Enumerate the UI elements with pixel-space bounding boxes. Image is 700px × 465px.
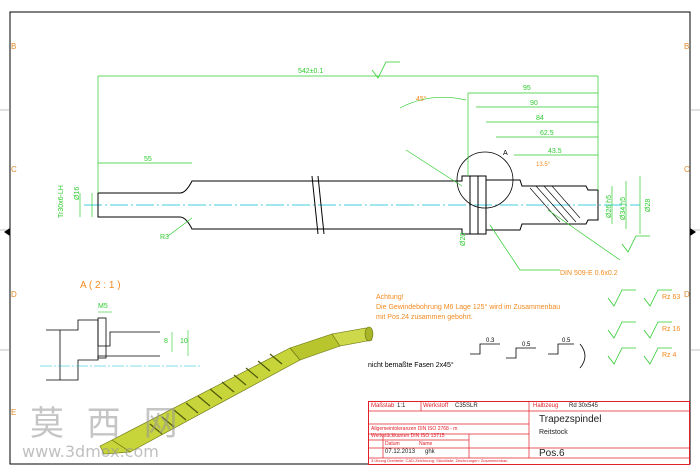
- tb-name: ghk: [425, 449, 435, 455]
- sheet-border: [9, 11, 691, 465]
- dimension-lines: [79, 75, 641, 271]
- detail-a-drawing: [46, 317, 160, 381]
- zone-right-c: C: [684, 165, 690, 174]
- note-title: Achtung!: [376, 294, 404, 301]
- detail-a-title: A ( 2 : 1 ): [80, 280, 121, 291]
- zone-right-b: B: [684, 42, 690, 51]
- din-509: DIN 509-E 0.6x0.2: [560, 270, 618, 277]
- dim-d20: Ø20: [460, 232, 467, 246]
- dim-55: 55: [144, 156, 152, 163]
- detail-m5: M5: [98, 303, 108, 310]
- detail-10: 10: [180, 338, 188, 345]
- tb-date-label: Datum: [385, 441, 400, 447]
- dim-95: 95: [523, 85, 531, 92]
- tb-name-label: Name: [419, 441, 433, 447]
- dim-90: 90: [530, 100, 538, 107]
- tb-werkstoff-label: Werkstoff: [423, 403, 449, 409]
- dim-r3: R3: [160, 234, 169, 241]
- dim-d28: Ø28: [645, 198, 652, 212]
- title-block-grid: [369, 402, 689, 459]
- dim-d16: Ø16: [74, 186, 81, 200]
- tb-tol-1: Allgemeintoleranzen DIN ISO 2768 - m: [371, 426, 458, 432]
- detail-a-dims: [98, 311, 189, 356]
- zone-left-b: B: [11, 42, 17, 51]
- chamfer-symbols: [470, 343, 586, 369]
- chamfer-val-3: 0.5: [562, 338, 571, 344]
- dim-d34: Ø34 h5: [620, 197, 627, 220]
- left-center-arrow: [4, 228, 10, 236]
- dim-84: 84: [536, 115, 544, 122]
- note-line-1: Die Gewindebohrung M6 Lage 125° wird im …: [376, 304, 561, 311]
- dim-angle-45: 45°: [416, 96, 427, 103]
- thread-hatch: [529, 185, 581, 223]
- tb-pos: Pos.6: [539, 448, 565, 459]
- tb-tol-2: Werkstückkanten DIN ISO 13715: [371, 433, 445, 439]
- right-center-arrow: [690, 228, 696, 236]
- tb-footer: 3.Übung Drehteile: CAD-Zeichnung: Stückl…: [371, 458, 508, 463]
- dim-overall-length: 542±0.1: [298, 68, 324, 75]
- surface-rz63: Rz 63: [662, 294, 681, 301]
- tb-halbzeug-label: Halbzeug: [533, 403, 559, 409]
- surface-rz4: Rz 4: [662, 352, 677, 359]
- dim-pitch: 13.5°: [536, 162, 551, 168]
- detail-8: 8: [164, 338, 168, 345]
- tb-massstab: 1:1: [397, 403, 406, 409]
- zone-ticks: [0, 109, 700, 351]
- chamfer-val-2: 0.5: [522, 342, 531, 348]
- zone-left-e: E: [11, 408, 17, 417]
- dim-62-5: 62.5: [540, 130, 554, 137]
- tb-subtitle: Reitstock: [539, 429, 568, 436]
- dim-43-5: 43.5: [548, 148, 562, 155]
- zone-left-d: D: [11, 290, 17, 299]
- tb-werkstoff: C35SLR: [455, 403, 478, 409]
- section-a-label: A: [503, 150, 508, 157]
- spindle-3d-render: [99, 326, 374, 455]
- detail-circle-a: [456, 151, 514, 209]
- surface-symbols: [371, 61, 672, 365]
- tb-date: 07.12.2013: [385, 449, 416, 455]
- chamfer-note: nicht bemaßte Fasen 2x45°: [368, 362, 454, 369]
- watermark-url: www.3dmox.com: [22, 442, 159, 461]
- zone-right-d: D: [684, 290, 690, 299]
- chamfer-val-1: 0.3: [486, 338, 495, 344]
- zone-left-c: C: [11, 165, 17, 174]
- tb-title: Trapezspindel: [539, 414, 602, 425]
- shaft-outline: [97, 175, 599, 235]
- watermark-cn: 莫 西 网: [30, 404, 184, 444]
- note-line-2: mit Pos.24 zusammen gebohrt.: [376, 314, 473, 321]
- dim-tr30: Tr30x6-LH: [58, 185, 65, 218]
- surface-rz16: Rz 16: [662, 326, 681, 333]
- title-block: Maßstab 1:1 Werkstoff C35SLR Halbzeug Rd…: [368, 401, 690, 465]
- tb-massstab-label: Maßstab: [371, 403, 395, 409]
- dim-d26: Ø26 h5: [606, 195, 613, 218]
- tb-halbzeug: Rd 30x545: [569, 403, 599, 409]
